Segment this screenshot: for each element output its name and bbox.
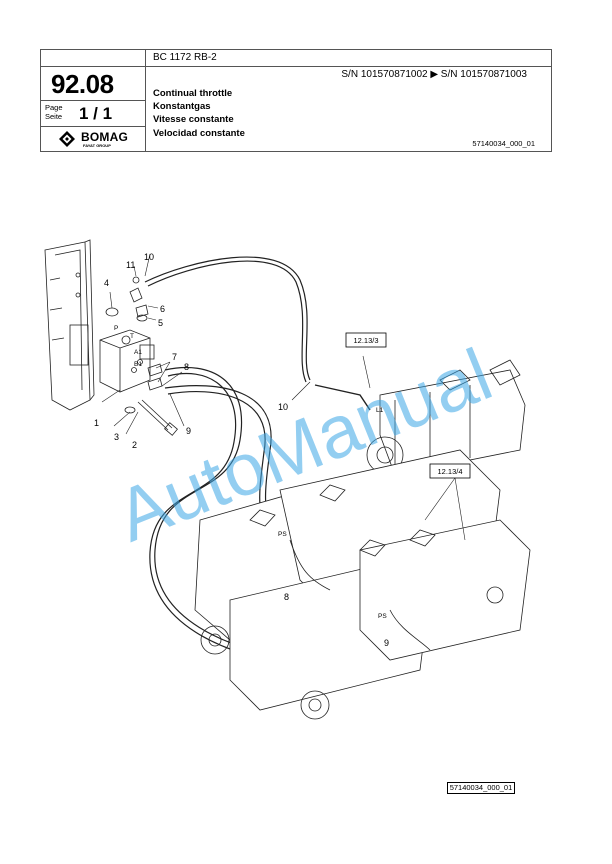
callout: 2 — [132, 440, 137, 450]
ref-box-label: 12.13/3 — [353, 336, 378, 345]
drawing-ref: 57140034_000_01 — [472, 139, 535, 148]
brand-name: BOMAG — [81, 130, 128, 144]
callout: 5 — [158, 318, 163, 328]
callout: 10 — [278, 402, 288, 412]
svg-text:L1: L1 — [376, 407, 384, 414]
footer-drawing-ref: 57140034_000_01 — [447, 782, 515, 794]
callout: 1 — [94, 418, 99, 428]
header-box: BC 1172 RB-2 92.08 Page Seite 1 / 1 BOMA… — [40, 49, 552, 152]
svg-text:T: T — [130, 333, 134, 340]
lower-pumps — [194, 449, 531, 720]
svg-text:A1: A1 — [134, 349, 142, 356]
header-rule — [41, 100, 145, 101]
callout: 8 — [284, 592, 289, 602]
leader-lines — [101, 253, 466, 541]
callout: 10 — [144, 252, 154, 262]
callout: 9 — [186, 426, 191, 436]
svg-text:PS: PS — [378, 613, 387, 620]
title-fr: Vitesse constante — [153, 114, 234, 126]
callout: 4 — [104, 278, 109, 288]
bomag-logo-icon — [59, 131, 75, 147]
brand-logo: BOMAG FAYAT GROUP — [59, 129, 143, 149]
brand-subtitle: FAYAT GROUP — [83, 143, 111, 148]
header-divider — [145, 50, 146, 151]
svg-text:P: P — [114, 325, 118, 332]
title-de: Konstantgas — [153, 101, 211, 113]
serial-range: S/N 101570871002 ▶ S/N 101570871003 — [341, 69, 527, 80]
fittings — [105, 276, 163, 391]
callout: 6 — [160, 304, 165, 314]
title-es: Velocidad constante — [153, 127, 245, 139]
callout: 8 — [184, 362, 189, 372]
port-labels: P T A1 B1 L1 PS PS — [114, 325, 387, 620]
upper-pump — [314, 359, 526, 476]
reference-boxes: 12.13/3 12.13/4 — [345, 332, 471, 479]
model-name: BC 1172 RB-2 — [153, 52, 217, 63]
header-rule — [41, 126, 145, 127]
header-rule — [41, 66, 551, 67]
bolt-assembly — [124, 399, 178, 436]
svg-text:PS: PS — [278, 531, 287, 538]
ref-box-label: 12.13/4 — [437, 467, 462, 476]
callout: 7 — [172, 352, 177, 362]
title-block: Continual throttle Konstantgas Vitesse c… — [153, 87, 245, 140]
title-en: Continual throttle — [153, 88, 233, 99]
callout-labels: 1 2 3 4 5 6 7 8 9 10 11 10 8 9 — [94, 252, 389, 648]
page-label: Page Seite — [45, 103, 63, 121]
callout: 11 — [126, 260, 135, 270]
page-value: 1 / 1 — [79, 104, 113, 123]
svg-text:B1: B1 — [134, 361, 142, 368]
frame-structure — [44, 239, 95, 411]
valve-block — [99, 329, 155, 393]
exploded-diagram: 1 2 3 4 5 6 7 8 9 10 11 10 8 9 P T A1 B1… — [44, 239, 531, 720]
doc-number: 92.08 — [51, 69, 114, 99]
callout: 9 — [384, 638, 389, 648]
callout: 3 — [114, 432, 119, 442]
